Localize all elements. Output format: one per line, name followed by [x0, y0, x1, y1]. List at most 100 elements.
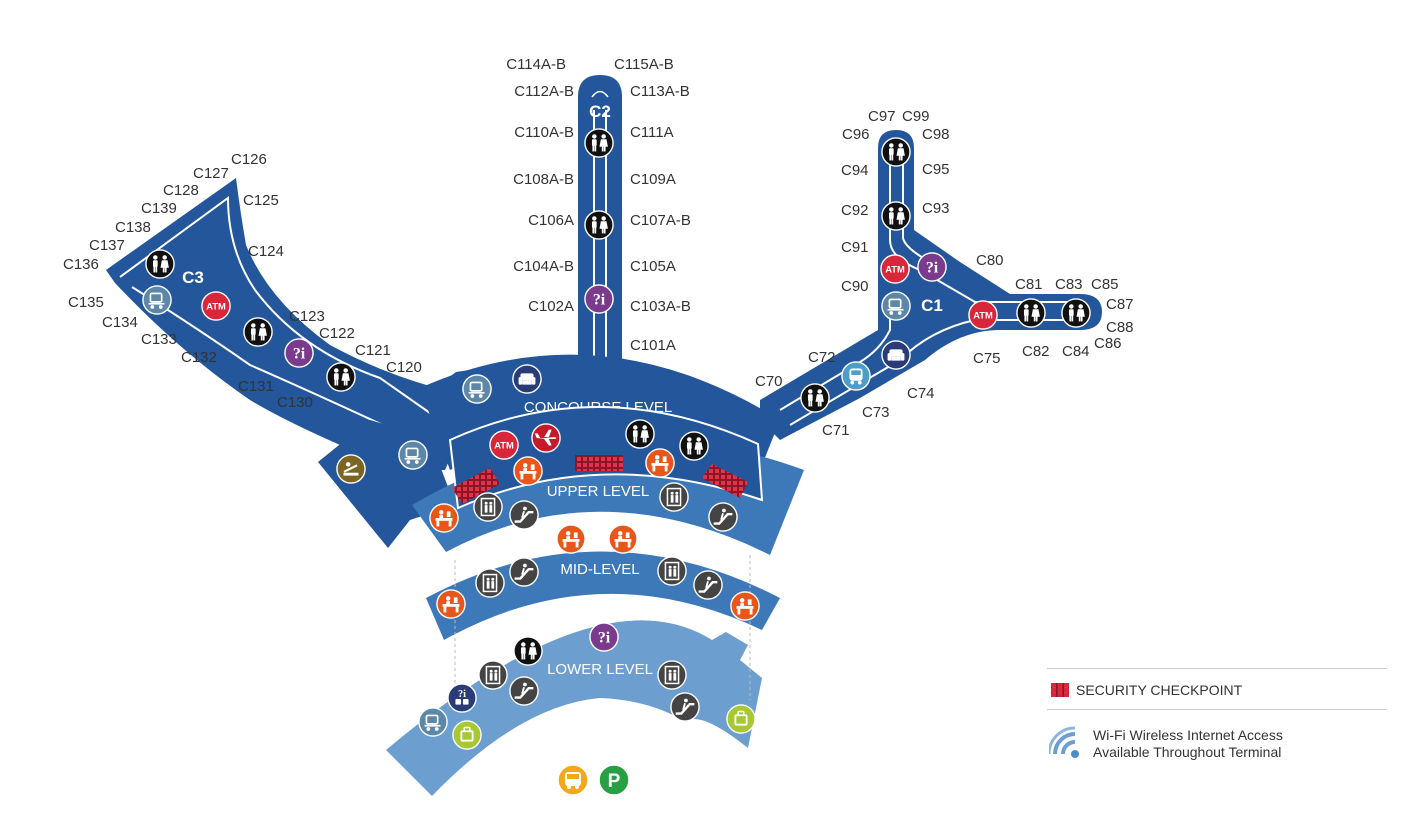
- gate-label: C95: [922, 161, 950, 178]
- concourse-c3-label: C3: [182, 268, 204, 287]
- wifi-icon: [1049, 726, 1079, 758]
- restroom-icon: [513, 636, 543, 666]
- information-icon: [589, 622, 619, 652]
- gate-labels-c1: C97 C99 C96 C98 C94 C95 C92 C93 C91 C80 …: [755, 108, 1134, 439]
- gate-label: C127: [193, 165, 229, 182]
- concourse-c1-label: C1: [921, 296, 943, 315]
- gate-label: C120: [386, 359, 422, 376]
- baggage-cart-icon: [142, 285, 172, 315]
- baggage-cart-icon: [881, 291, 911, 321]
- gate-label: C92: [841, 202, 869, 219]
- map-legend: SECURITY CHECKPOINT Wi-Fi Wireless Inter…: [1047, 668, 1387, 768]
- security-checkpoints: [452, 455, 748, 504]
- gate-label: C130: [277, 394, 313, 411]
- gate-label: C74: [907, 385, 935, 402]
- gate-label: C99: [902, 108, 930, 125]
- escalator-icon: [708, 502, 738, 532]
- lounge-icon: [512, 364, 542, 394]
- baggage-cart-icon: [462, 374, 492, 404]
- atm-icon: [201, 291, 231, 321]
- restroom-icon: [243, 317, 273, 347]
- ticket-counter-icon: [513, 456, 543, 486]
- gate-label: C87: [1106, 296, 1134, 313]
- departures-plane-icon: [531, 423, 561, 453]
- restroom-icon: [145, 249, 175, 279]
- ticket-counter-icon: [730, 591, 760, 621]
- gate-label: C106A: [528, 212, 574, 229]
- restroom-icon: [1061, 298, 1091, 328]
- security-checkpoint-icon: [1051, 683, 1069, 697]
- gate-label: C107A-B: [630, 212, 691, 229]
- gate-label: C83: [1055, 276, 1083, 293]
- restroom-icon: [881, 201, 911, 231]
- lower-level-label: LOWER LEVEL: [547, 661, 653, 678]
- gate-label: C122: [319, 325, 355, 342]
- gate-label: C88: [1106, 319, 1134, 336]
- restroom-icon: [1016, 298, 1046, 328]
- restroom-icon: [326, 362, 356, 392]
- legend-wifi-line1: Wi-Fi Wireless Internet Access: [1093, 727, 1283, 743]
- elevator-icon: [473, 492, 503, 522]
- security-checkpoint-icon: [575, 455, 623, 471]
- elevator-icon: [478, 660, 508, 690]
- gate-label: C123: [289, 308, 325, 325]
- gate-label: C71: [822, 422, 850, 439]
- escalator-icon: [509, 676, 539, 706]
- atm-icon: [968, 300, 998, 330]
- restroom-icon: [679, 431, 709, 461]
- elevator-icon: [657, 556, 687, 586]
- legend-wifi-row: Wi-Fi Wireless Internet Access Available…: [1047, 709, 1387, 768]
- ticket-counter-icon: [645, 448, 675, 478]
- information-icon: [584, 284, 614, 314]
- mid-level-label: MID-LEVEL: [560, 561, 639, 578]
- legend-security-row: SECURITY CHECKPOINT: [1047, 668, 1387, 709]
- gate-label: C84: [1062, 343, 1090, 360]
- bus-icon: [557, 764, 589, 796]
- gate-label: C81: [1015, 276, 1043, 293]
- parking-icon: [598, 764, 630, 796]
- gate-label: C137: [89, 237, 125, 254]
- gate-label: C133: [141, 331, 177, 348]
- restroom-icon: [881, 137, 911, 167]
- escalator-icon: [670, 692, 700, 722]
- gate-label: C86: [1094, 335, 1122, 352]
- atm-icon: [880, 254, 910, 284]
- escalator-icon: [509, 557, 539, 587]
- security-checkpoint-icon: [702, 464, 748, 498]
- elevator-icon: [657, 660, 687, 690]
- gate-label: C124: [248, 243, 284, 260]
- legend-wifi-line2: Available Throughout Terminal: [1093, 744, 1282, 760]
- baggage-cart-icon: [398, 440, 428, 470]
- gate-label: C94: [841, 162, 869, 179]
- ticket-counter-icon: [436, 589, 466, 619]
- atm-icon: [489, 430, 519, 460]
- baggage-claim-icon: [452, 720, 482, 750]
- restroom-icon: [800, 383, 830, 413]
- gate-label: C98: [922, 126, 950, 143]
- gate-label: C101A: [630, 337, 676, 354]
- gate-label: C97: [868, 108, 896, 125]
- security-checkpoint-icon: [452, 468, 500, 504]
- gate-label: C139: [141, 200, 177, 217]
- gate-label: C135: [68, 294, 104, 311]
- shuttle-icon: [841, 361, 871, 391]
- gate-label: C80: [976, 252, 1004, 269]
- gate-label: C93: [922, 200, 950, 217]
- gate-label: C138: [115, 219, 151, 236]
- gate-label: C111A: [630, 124, 674, 141]
- gate-label: C125: [243, 192, 279, 209]
- food-court-icon: [336, 454, 366, 484]
- gate-labels-c3: C126 C127 C128 C125 C139 C138 C137 C136 …: [63, 151, 422, 411]
- ticket-counter-icon: [429, 503, 459, 533]
- gate-label: C113A-B: [630, 83, 690, 100]
- restroom-icon: [584, 210, 614, 240]
- gate-label: C108A-B: [513, 171, 574, 188]
- gate-label: C128: [163, 182, 199, 199]
- upper-level-label: UPPER LEVEL: [547, 483, 650, 500]
- gate-label: C103A-B: [630, 298, 691, 315]
- gate-label: C70: [755, 373, 783, 390]
- escalator-icon: [693, 570, 723, 600]
- concourse-c2-label: C2: [589, 102, 611, 121]
- baggage-cart-icon: [418, 707, 448, 737]
